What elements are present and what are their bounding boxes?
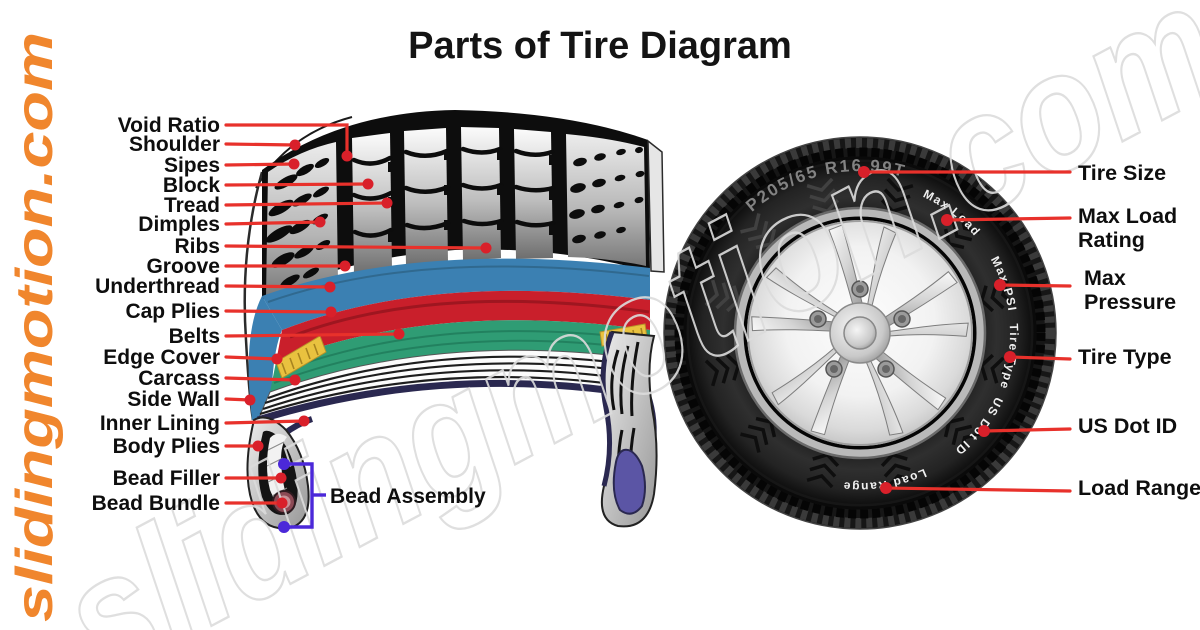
label-belts: Belts <box>169 325 220 348</box>
belts-layer <box>270 320 650 392</box>
tread-edge-blocks <box>665 138 1055 528</box>
leader-bead-bundle <box>224 497 288 509</box>
leader-bead-filler <box>224 472 287 484</box>
leader-carcass <box>224 374 301 386</box>
label-cap-plies: Cap Plies <box>125 300 220 323</box>
bead-right <box>600 330 658 528</box>
label-inner-lining: Inner Lining <box>100 412 220 435</box>
leader-block <box>224 178 374 190</box>
leader-inner-lining <box>224 415 310 427</box>
cutaway-tire <box>243 110 665 530</box>
label-tread: Tread <box>164 194 220 217</box>
alloy-wheel <box>733 206 987 460</box>
label-body-plies: Body Plies <box>113 435 220 458</box>
label-dimples: Dimples <box>138 213 220 236</box>
center-cap <box>843 316 877 350</box>
label-underthread: Underthread <box>95 275 220 298</box>
label-carcass: Carcass <box>138 367 220 390</box>
tread-blocks <box>351 127 556 274</box>
bead-filler-region <box>267 433 289 505</box>
leader-tire-size <box>858 166 1072 178</box>
leader-us-dot-id <box>978 425 1072 437</box>
leader-ribs <box>224 242 492 254</box>
label-load-range: Load Range <box>1078 476 1200 500</box>
page-title: Parts of Tire Diagram <box>408 25 792 67</box>
tire-annotations: Tire Size Max Load Rating Max Pressure T… <box>858 161 1200 500</box>
tread-right-edge <box>647 139 665 273</box>
leader-tire-type <box>1004 351 1072 363</box>
label-edge-cover: Edge Cover <box>103 346 220 369</box>
leader-edge-cover <box>224 353 283 365</box>
label-bead-filler: Bead Filler <box>113 467 220 490</box>
inner-lining-right-blob <box>612 448 646 515</box>
label-max-load: Max Load <box>1078 204 1177 228</box>
bead-assembly-bracket: Bead Assembly <box>278 458 486 533</box>
label-max-load-rating: Rating <box>1078 228 1145 252</box>
leader-groove <box>224 260 351 272</box>
cutaway-annotations: Void Ratio Shoulder Sipes Block Tread Di… <box>92 114 492 533</box>
leader-side-wall <box>224 394 256 406</box>
leader-belts <box>224 328 405 340</box>
label-tire-type: Tire Type <box>1078 345 1172 369</box>
shoulder-left <box>265 142 338 298</box>
leader-tread <box>224 197 393 209</box>
leader-dimples <box>224 216 326 228</box>
label-tire-size: Tire Size <box>1078 161 1166 185</box>
watermark-left-vertical: slidingmotion.com <box>6 32 64 622</box>
label-bead-assembly: Bead Assembly <box>330 485 486 508</box>
label-groove: Groove <box>146 255 220 278</box>
cap-plies-layer <box>276 290 650 362</box>
leader-sipes <box>224 158 300 170</box>
leader-shoulder <box>224 139 301 151</box>
leader-body-plies <box>224 440 264 452</box>
leader-max-pressure <box>994 279 1072 291</box>
shoulder-right <box>566 134 646 266</box>
label-us-dot-id: US Dot ID <box>1078 414 1177 438</box>
label-side-wall: Side Wall <box>127 388 220 411</box>
leader-underthread <box>224 281 336 293</box>
label-ribs: Ribs <box>174 235 220 258</box>
label-pressure: Pressure <box>1084 290 1176 314</box>
label-sipes: Sipes <box>164 154 220 177</box>
label-void-ratio: Void Ratio <box>118 114 220 137</box>
label-bead-bundle: Bead Bundle <box>92 492 220 515</box>
full-tire: P205/65 R16 99T Max Load Max PSI Tire Ty… <box>663 136 1057 530</box>
leader-max-load-rating <box>941 214 1072 226</box>
leader-cap-plies <box>224 306 337 318</box>
label-shoulder: Shoulder <box>129 133 220 156</box>
label-max: Max <box>1084 266 1126 290</box>
label-block: Block <box>163 174 221 197</box>
lug-nuts <box>809 280 911 378</box>
edge-cover-left <box>275 335 327 379</box>
leader-load-range <box>880 482 1072 494</box>
leader-void-ratio <box>224 123 353 162</box>
